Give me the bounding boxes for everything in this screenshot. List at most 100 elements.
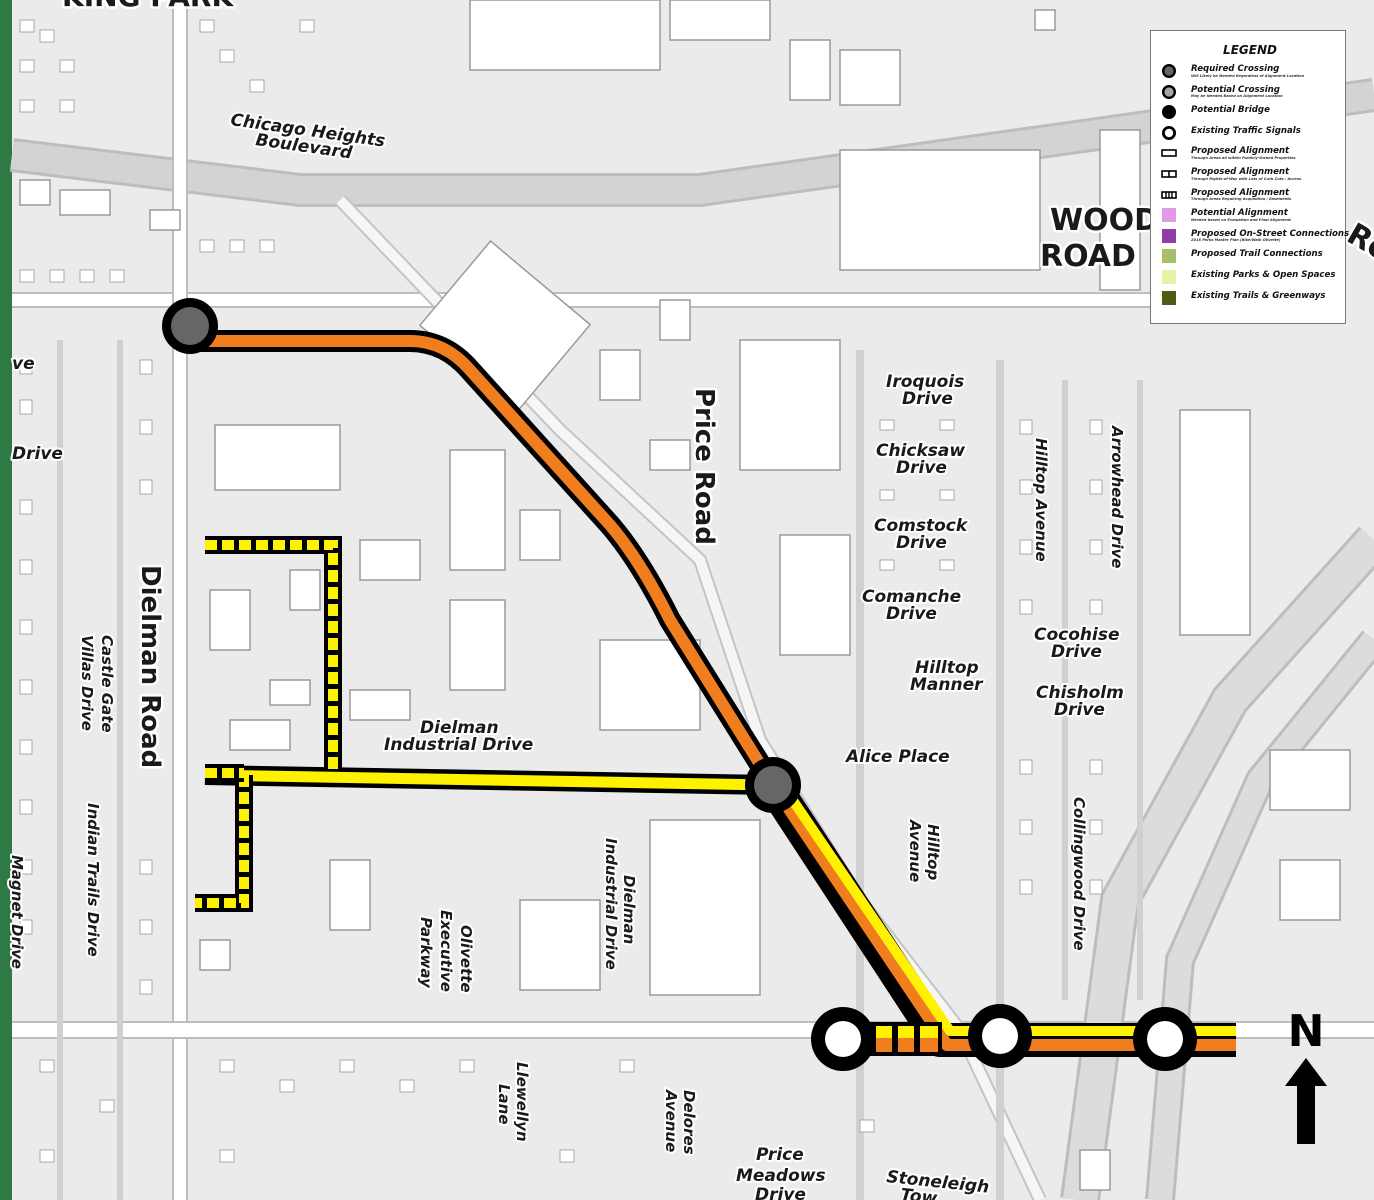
label-hilltop-avenue: Hilltop Avenue	[1032, 438, 1050, 562]
legend-item-sublabel: 2018 Parks Master Plan (Bike/Walk Olivet…	[1191, 238, 1281, 243]
label-delores: Delores	[680, 1090, 698, 1155]
label-chisholm: Chisholm	[1036, 683, 1124, 703]
label-stoneleigh-tow: Tow	[899, 1185, 938, 1200]
label-avenue-vertical: Avenue	[906, 819, 924, 882]
legend-item-label: Proposed On-Street Connections	[1191, 228, 1350, 239]
label-dielman-industrial: Dielman	[420, 718, 499, 738]
north-letter: N	[1287, 1006, 1325, 1057]
label-delores-avenue: Avenue	[662, 1089, 680, 1152]
orange-route-north[interactable]	[179, 330, 784, 796]
label-ve: ve	[12, 354, 35, 374]
legend-item-label: Proposed Alignment	[1191, 166, 1290, 177]
legend-title: LEGEND	[1223, 43, 1277, 57]
label-wood: WOOD	[1050, 203, 1159, 238]
label-parkway: Parkway	[417, 917, 435, 989]
traffic-signal-2[interactable]	[968, 1004, 1032, 1068]
legend-item-sublabel: Through Areas Requiring Acquisition / Ea…	[1191, 197, 1292, 202]
legend-item-label: Existing Trails & Greenways	[1191, 290, 1326, 301]
legend-symbol-icon	[1162, 105, 1176, 120]
legend-symbol-icon	[1161, 170, 1177, 178]
label-dielman-industrial-drive: Industrial Drive	[384, 735, 533, 755]
legend-item-label: Existing Parks & Open Spaces	[1191, 269, 1336, 280]
legend-item: Proposed Trail Connections	[1161, 248, 1339, 269]
buildings	[19, 0, 1351, 1191]
north-arrow: N	[1281, 1008, 1331, 1158]
label-road: ROAD	[1040, 239, 1136, 274]
label-villas-drive: Villas Drive	[78, 635, 96, 731]
label-cocohise: Cocohise	[1034, 625, 1120, 645]
label-comanche: Comanche	[862, 587, 961, 607]
label-collingwood: Collingwood Drive	[1070, 797, 1088, 951]
legend-item-sublabel: Through Rights-of-Way with Lots of Curb …	[1191, 176, 1302, 181]
legend-item-label: Proposed Alignment	[1191, 187, 1290, 198]
legend-item: Potential Bridge	[1161, 104, 1339, 125]
legend-item: Existing Traffic Signals	[1161, 125, 1339, 146]
label-comanche-drive: Drive	[886, 604, 937, 624]
label-dielman-vertical: Dielman	[620, 875, 638, 944]
legend-symbol-icon	[1162, 125, 1176, 140]
label-king-park: KING PARK	[62, 0, 234, 13]
label-lane: Lane	[495, 1084, 513, 1125]
label-chicksaw: Chicksaw	[876, 441, 965, 461]
label-manner: Manner	[910, 675, 984, 695]
label-drive-left: Drive	[12, 444, 63, 464]
residential-lots	[19, 19, 1103, 1163]
legend-item-label: Existing Traffic Signals	[1191, 125, 1301, 136]
label-chisholm-drive: Drive	[1054, 700, 1105, 720]
label-arrowhead-drive: Arrowhead Drive	[1108, 425, 1126, 568]
street-labels: KING PARK Chicago Heights Boulevard WOOD…	[6, 0, 1374, 1200]
legend-item-label: Proposed Trail Connections	[1191, 249, 1323, 260]
label-iroquois: Iroquois	[886, 372, 964, 392]
legend-item-sublabel: Will Likely be Needed Regardless of Alig…	[1191, 73, 1305, 78]
legend-item: Existing Parks & Open Spaces	[1161, 269, 1339, 290]
required-crossing-center[interactable]	[745, 757, 801, 813]
label-industrial-drive-vertical: Industrial Drive	[602, 838, 620, 970]
legend-symbol-icon	[1162, 64, 1176, 78]
legend-item-label: Potential Crossing	[1191, 84, 1280, 95]
legend-item-label: Required Crossing	[1191, 64, 1280, 74]
legend-symbol-icon	[1162, 208, 1176, 223]
legend-item-sublabel: Through Areas all within Publicly-Owned …	[1191, 155, 1296, 160]
label-llewellyn: Llewellyn	[513, 1062, 531, 1142]
yellow-dashed-routes[interactable]	[195, 536, 342, 912]
legend-item-label: Proposed Alignment	[1191, 146, 1290, 157]
legend-symbol-icon	[1162, 269, 1176, 284]
label-meadows: Meadows	[736, 1166, 826, 1186]
legend-item-sublabel: May be Needed Based on Alignment Locatio…	[1191, 94, 1283, 99]
label-price-meadows-drive: Drive	[755, 1185, 806, 1200]
traffic-signal-1[interactable]	[811, 1007, 875, 1071]
legend-item-label: Potential Bridge	[1191, 105, 1270, 116]
label-hilltop-manner: Hilltop	[915, 658, 979, 678]
label-alice-place: Alice Place	[844, 747, 950, 767]
legend-symbol-icon	[1162, 290, 1176, 305]
legend-item-label: Potential Alignment	[1191, 208, 1288, 219]
label-chicksaw-drive: Drive	[896, 458, 947, 478]
frame-strip	[0, 0, 12, 1200]
required-crossing-nw[interactable]	[162, 298, 218, 354]
legend-symbol-icon	[1162, 249, 1176, 264]
legend-symbol-icon	[1161, 149, 1177, 158]
label-dielman-road: Dielman Road	[135, 565, 165, 768]
north-arrow-icon	[1285, 1058, 1327, 1144]
legend-item: Existing Trails & Greenways	[1161, 290, 1339, 311]
label-comstock: Comstock	[874, 516, 969, 536]
label-indian-trails: Indian Trails Drive	[84, 803, 102, 957]
traffic-signal-3[interactable]	[1133, 1007, 1197, 1071]
label-executive: Executive	[437, 910, 455, 992]
legend-symbol-icon	[1161, 190, 1177, 199]
legend-symbol-icon	[1162, 84, 1176, 99]
label-comstock-drive: Drive	[896, 533, 947, 553]
label-castle-gate: Castle Gate	[98, 635, 116, 733]
label-hilltop-vertical: Hilltop	[924, 824, 942, 880]
legend-item-sublabel: Needed based on Evaluation and Final Ali…	[1191, 217, 1291, 222]
yellow-route-west[interactable]	[204, 765, 774, 795]
